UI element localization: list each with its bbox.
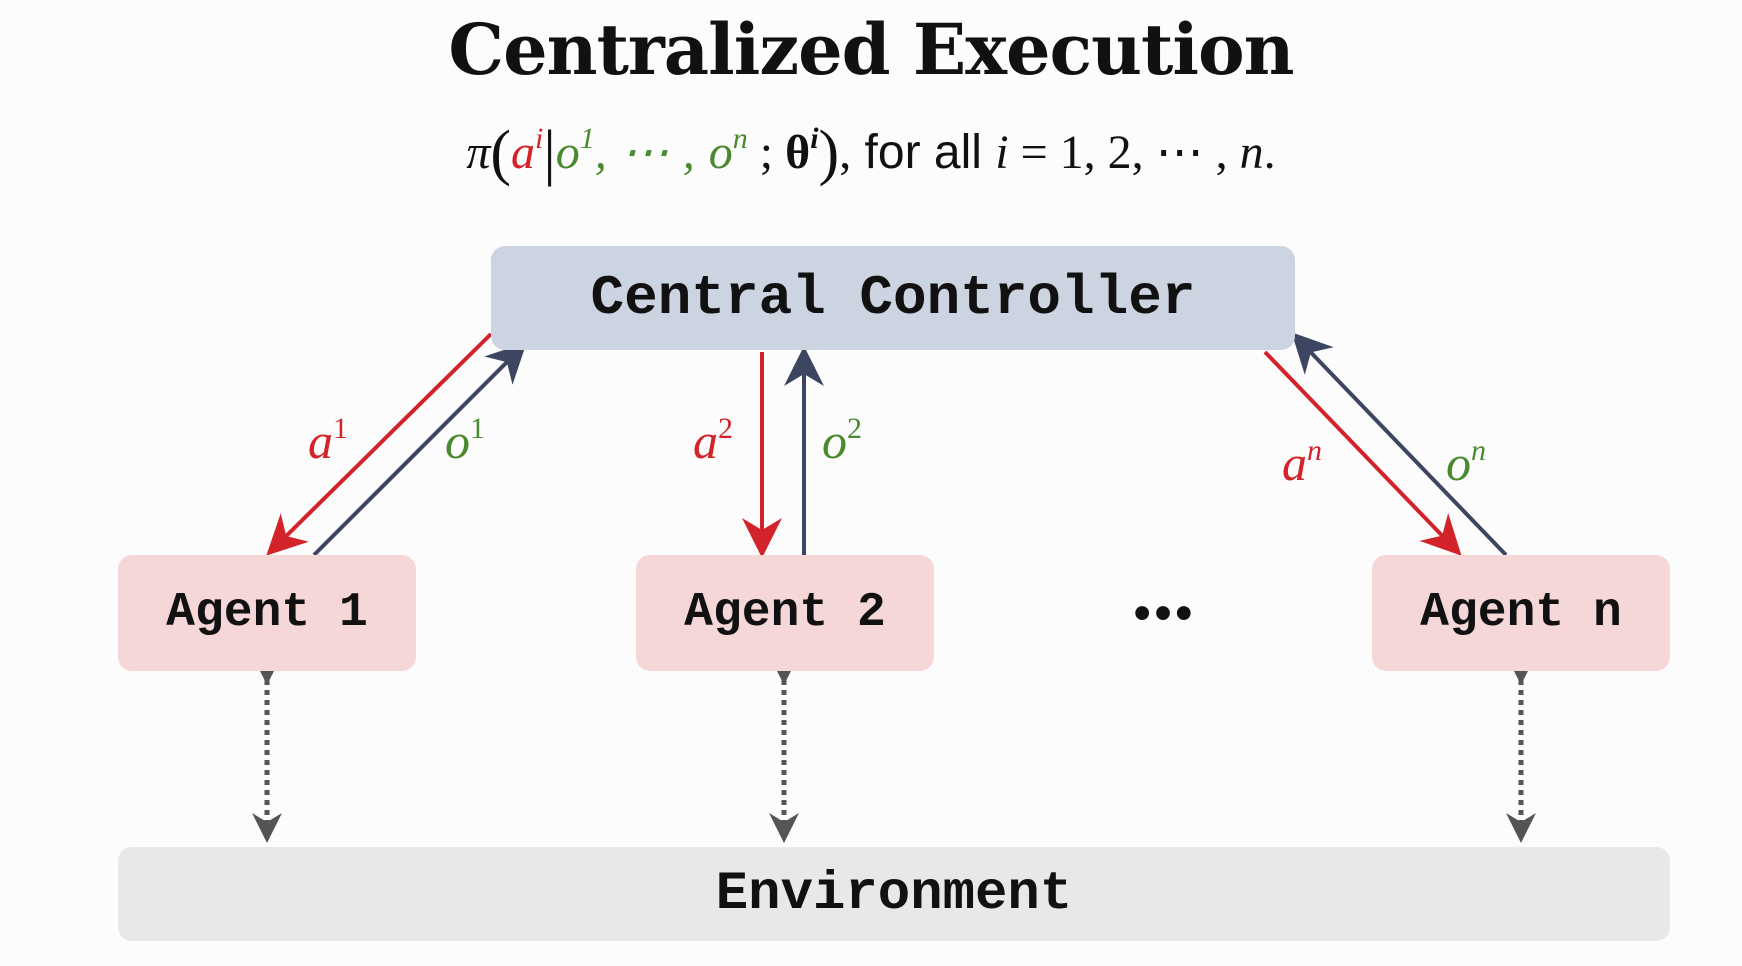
formula-close-paren: ) [818, 119, 840, 187]
label-on: on [1446, 434, 1486, 491]
formula-n: n [1239, 126, 1264, 179]
label-a2: a2 [693, 412, 733, 469]
formula-comma: , [839, 126, 852, 179]
label-o2: o2 [822, 412, 862, 469]
formula-range: = 1, 2, ⋯ , [1008, 126, 1240, 179]
agents-ellipsis: ••• [1133, 587, 1197, 640]
formula-given-bar: | [543, 119, 556, 187]
agent-1-box: Agent 1 [118, 555, 416, 671]
formula-theta: θi [785, 122, 819, 180]
formula-open-paren: ( [490, 119, 512, 187]
observation-arrow-1 [312, 342, 527, 557]
label-an: an [1282, 434, 1322, 491]
formula-index: i [995, 126, 1009, 179]
action-arrow-n [1263, 350, 1462, 556]
policy-formula: π(ai|o1, ⋯ , on ; θi), for all i = 1, 2,… [0, 118, 1742, 189]
page-title: Centralized Execution [448, 8, 1294, 91]
formula-pi: π [466, 126, 491, 179]
formula-action: ai [511, 122, 544, 180]
label-a1: a1 [308, 412, 348, 469]
formula-period: . [1263, 126, 1276, 179]
label-o1: o1 [445, 412, 485, 469]
central-controller-box: Central Controller [491, 246, 1295, 350]
observation-arrow-n [1291, 332, 1508, 557]
action-arrow-1 [266, 332, 493, 556]
formula-text: for all [851, 126, 996, 179]
formula-observations: o1, ⋯ , on [555, 122, 748, 180]
environment-box: Environment [118, 847, 1670, 941]
agent-n-box: Agent n [1372, 555, 1670, 671]
agent-2-box: Agent 2 [636, 555, 934, 671]
formula-semicolon: ; [747, 126, 786, 179]
